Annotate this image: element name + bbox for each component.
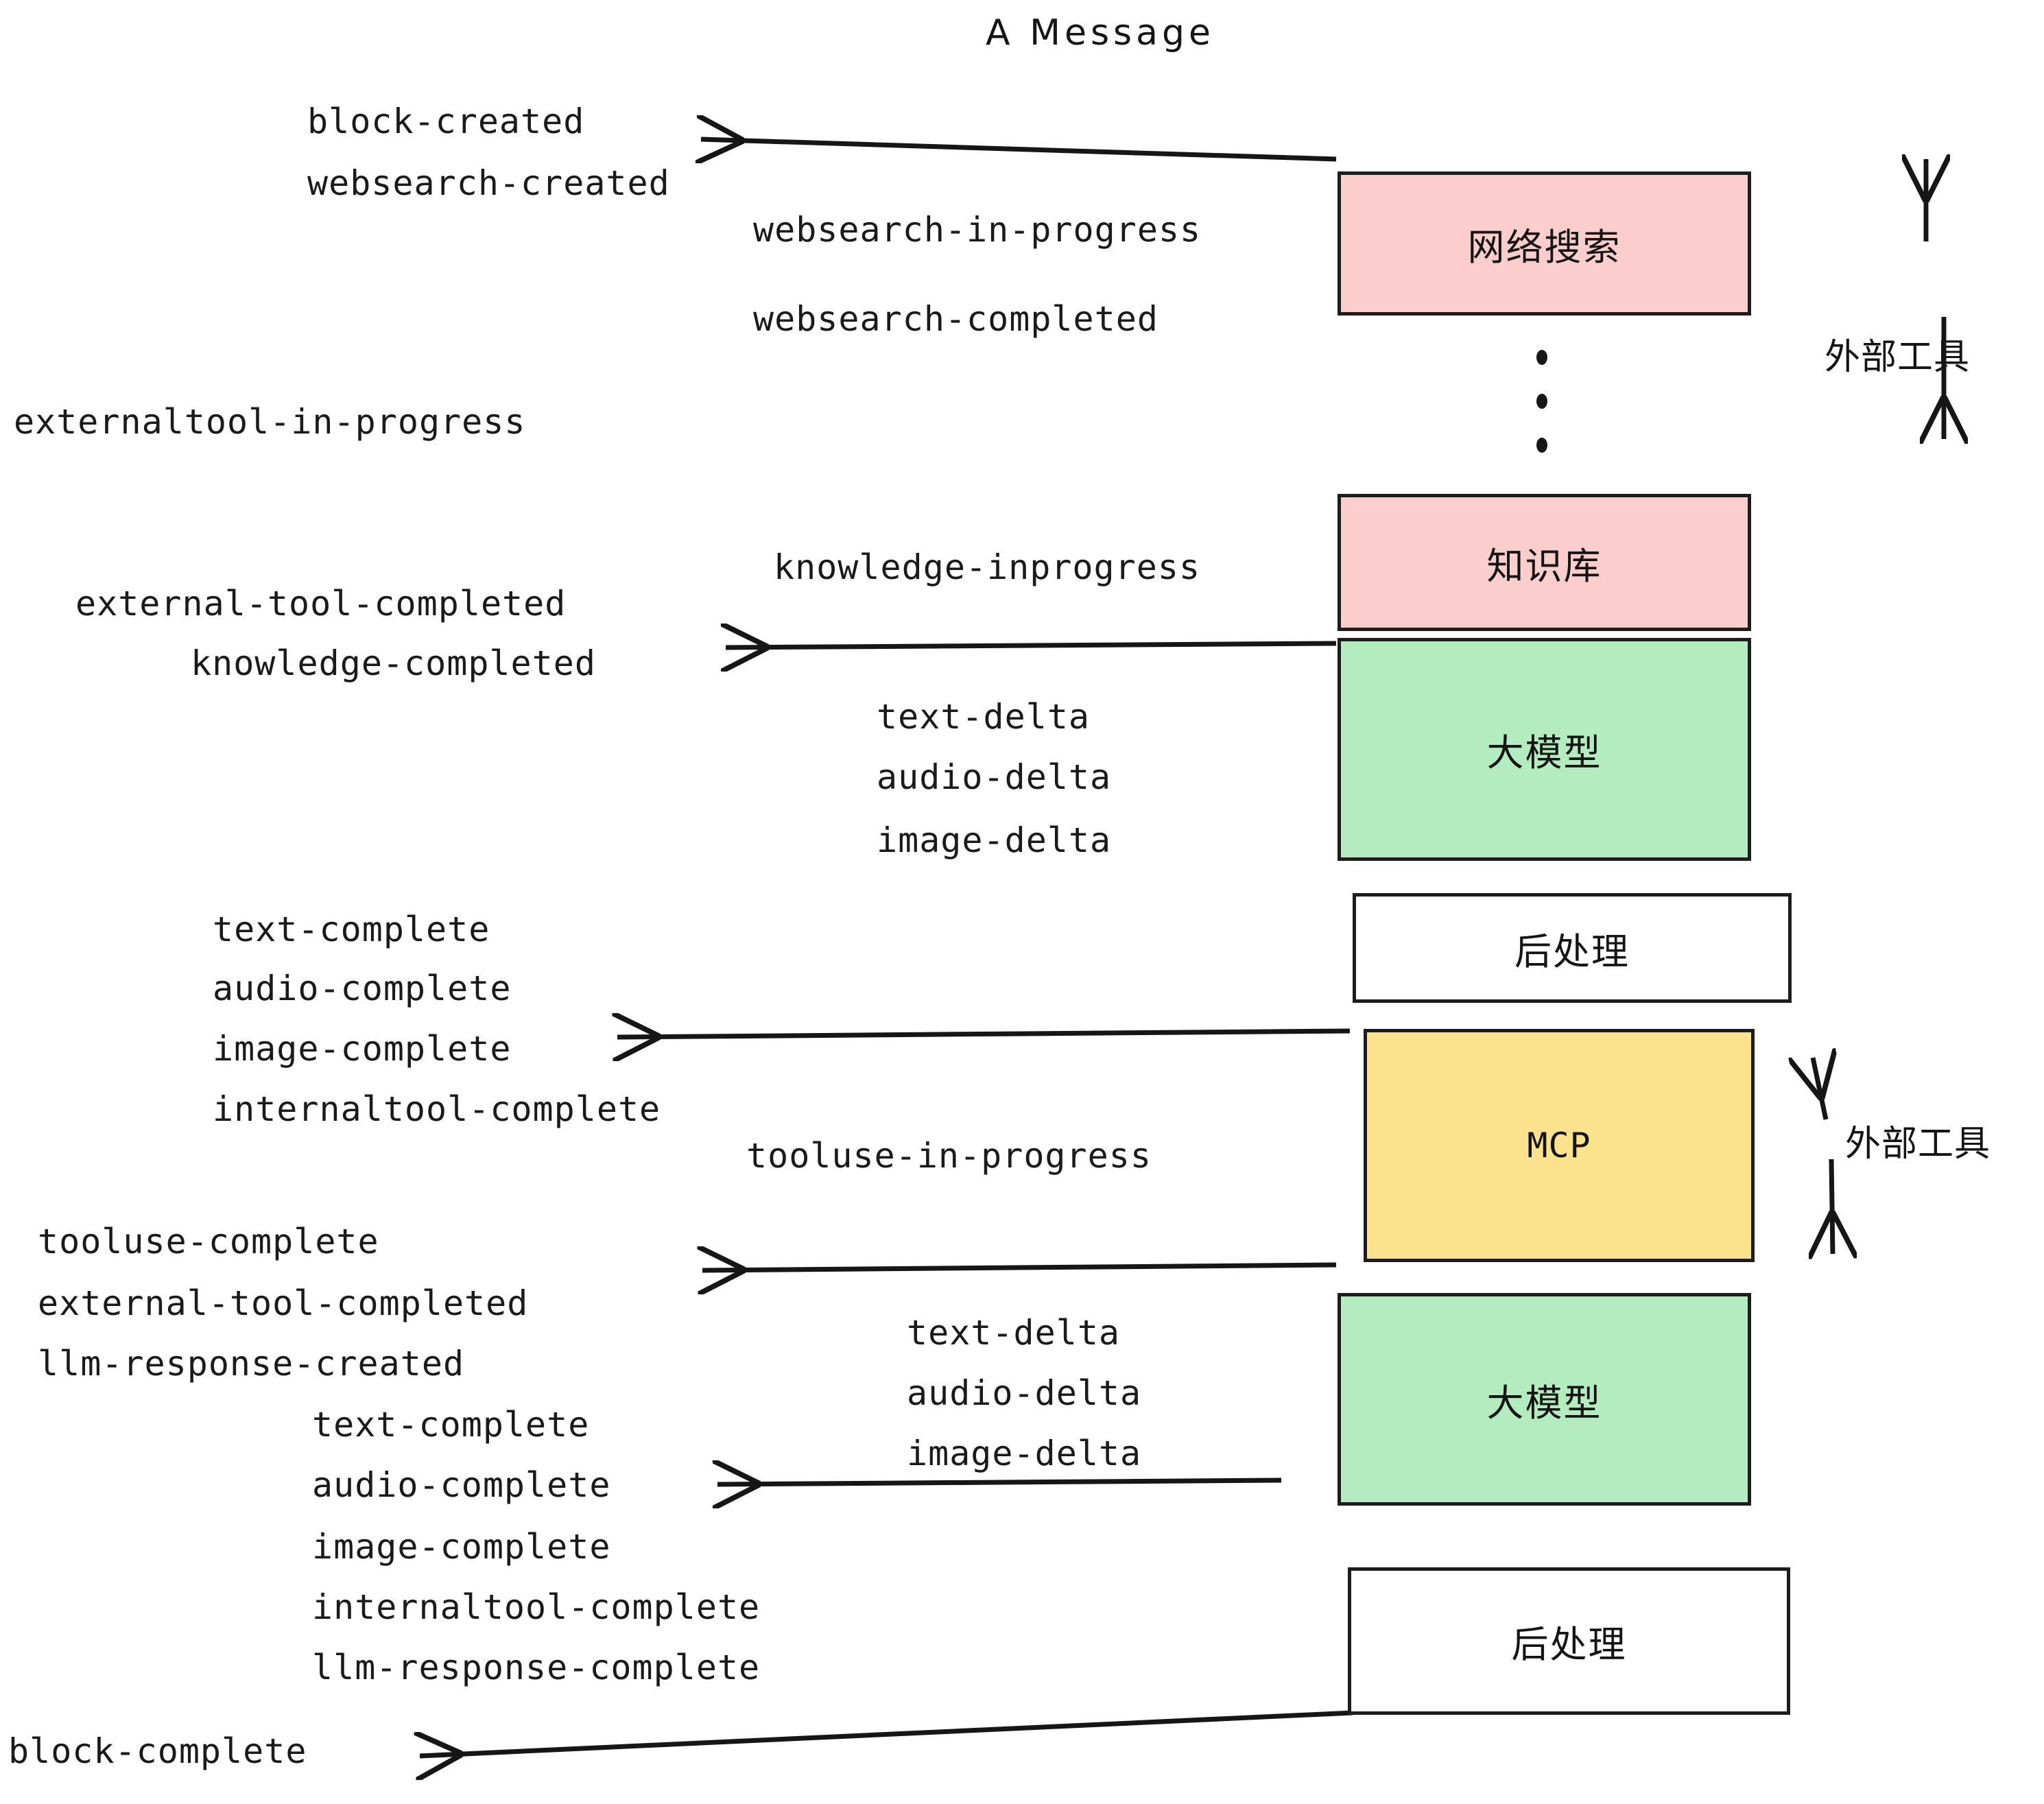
arrow-mcp-to-tooluse-complete <box>702 1265 1337 1270</box>
event-block-complete: block-complete <box>8 1731 307 1771</box>
event-audio-complete-2: audio-complete <box>312 1465 611 1505</box>
event-image-delta-1: image-delta <box>877 820 1112 860</box>
event-websearch-completed: websearch-completed <box>753 299 1158 339</box>
dot-2 <box>1536 394 1547 409</box>
node-llm-top-label: 大模型 <box>1486 731 1602 774</box>
arrow-postprocess-to-imagecomplete <box>617 1031 1351 1037</box>
event-llm-response-created: llm-response-created <box>38 1344 465 1384</box>
node-llm-top[interactable]: 大模型 <box>1338 638 1751 861</box>
event-external-tool-completed-1: external-tool-completed <box>75 584 567 624</box>
event-tooluse-in-progress: tooluse-in-progress <box>746 1136 1152 1176</box>
event-text-complete-1: text-complete <box>213 910 490 949</box>
node-postprocess-bottom[interactable]: 后处理 <box>1348 1567 1790 1715</box>
event-externaltool-in-progress: externaltool-in-progress <box>14 402 526 442</box>
event-audio-delta-1: audio-delta <box>877 757 1112 797</box>
node-knowledge-base-label: 知识库 <box>1486 544 1602 588</box>
node-mcp-label: MCP <box>1527 1126 1591 1165</box>
dot-3 <box>1536 438 1547 453</box>
event-text-delta-2: text-delta <box>907 1313 1121 1353</box>
event-websearch-in-progress: websearch-in-progress <box>753 210 1202 250</box>
dot-1 <box>1536 350 1547 365</box>
node-postprocess-top-label: 后处理 <box>1514 929 1630 973</box>
event-image-delta-2: image-delta <box>907 1434 1142 1473</box>
arrow-llm-to-audiocomplete <box>717 1480 1282 1484</box>
arrow-websearch-to-blockcreated <box>701 139 1337 159</box>
page-title: A Message <box>986 12 1215 54</box>
arrow-postprocess-to-blockcomplete <box>420 1710 1353 1756</box>
node-websearch[interactable]: 网络搜索 <box>1338 171 1751 316</box>
event-knowledge-inprogress: knowledge-inprogress <box>774 547 1201 587</box>
side-label-external-tools-bottom: 外部工具 <box>1845 1124 1991 1165</box>
event-audio-complete-1: audio-complete <box>213 969 512 1008</box>
event-tooluse-complete: tooluse-complete <box>38 1222 379 1261</box>
event-external-tool-completed-2: external-tool-completed <box>38 1283 529 1323</box>
event-block-created: block-created <box>307 102 585 141</box>
node-postprocess-top[interactable]: 后处理 <box>1353 893 1792 1003</box>
event-llm-response-complete: llm-response-complete <box>312 1648 761 1687</box>
node-llm-bottom[interactable]: 大模型 <box>1338 1293 1751 1506</box>
event-websearch-created: websearch-created <box>307 163 670 203</box>
node-knowledge-base[interactable]: 知识库 <box>1338 494 1751 631</box>
arrow-external-tools-bottom-down <box>1831 1159 1833 1254</box>
arrow-knowledge-to-completed <box>726 643 1337 648</box>
event-audio-delta-2: audio-delta <box>907 1373 1142 1413</box>
event-knowledge-completed: knowledge-completed <box>191 643 596 683</box>
node-websearch-label: 网络搜索 <box>1467 225 1621 269</box>
arrow-external-tools-bottom-up <box>1813 1058 1826 1120</box>
event-internaltool-complete-1: internaltool-complete <box>213 1089 661 1129</box>
node-postprocess-bottom-label: 后处理 <box>1511 1623 1627 1666</box>
node-llm-bottom-label: 大模型 <box>1486 1381 1602 1425</box>
event-text-complete-2: text-complete <box>312 1405 590 1445</box>
event-internaltool-complete-2: internaltool-complete <box>312 1587 761 1627</box>
event-image-complete-2: image-complete <box>312 1527 611 1567</box>
side-label-external-tools-top: 外部工具 <box>1825 337 1971 378</box>
event-image-complete-1: image-complete <box>213 1029 512 1069</box>
ellipsis-vertical-dots <box>1535 350 1549 453</box>
event-text-delta-1: text-delta <box>877 697 1091 737</box>
node-mcp[interactable]: MCP <box>1364 1029 1755 1262</box>
